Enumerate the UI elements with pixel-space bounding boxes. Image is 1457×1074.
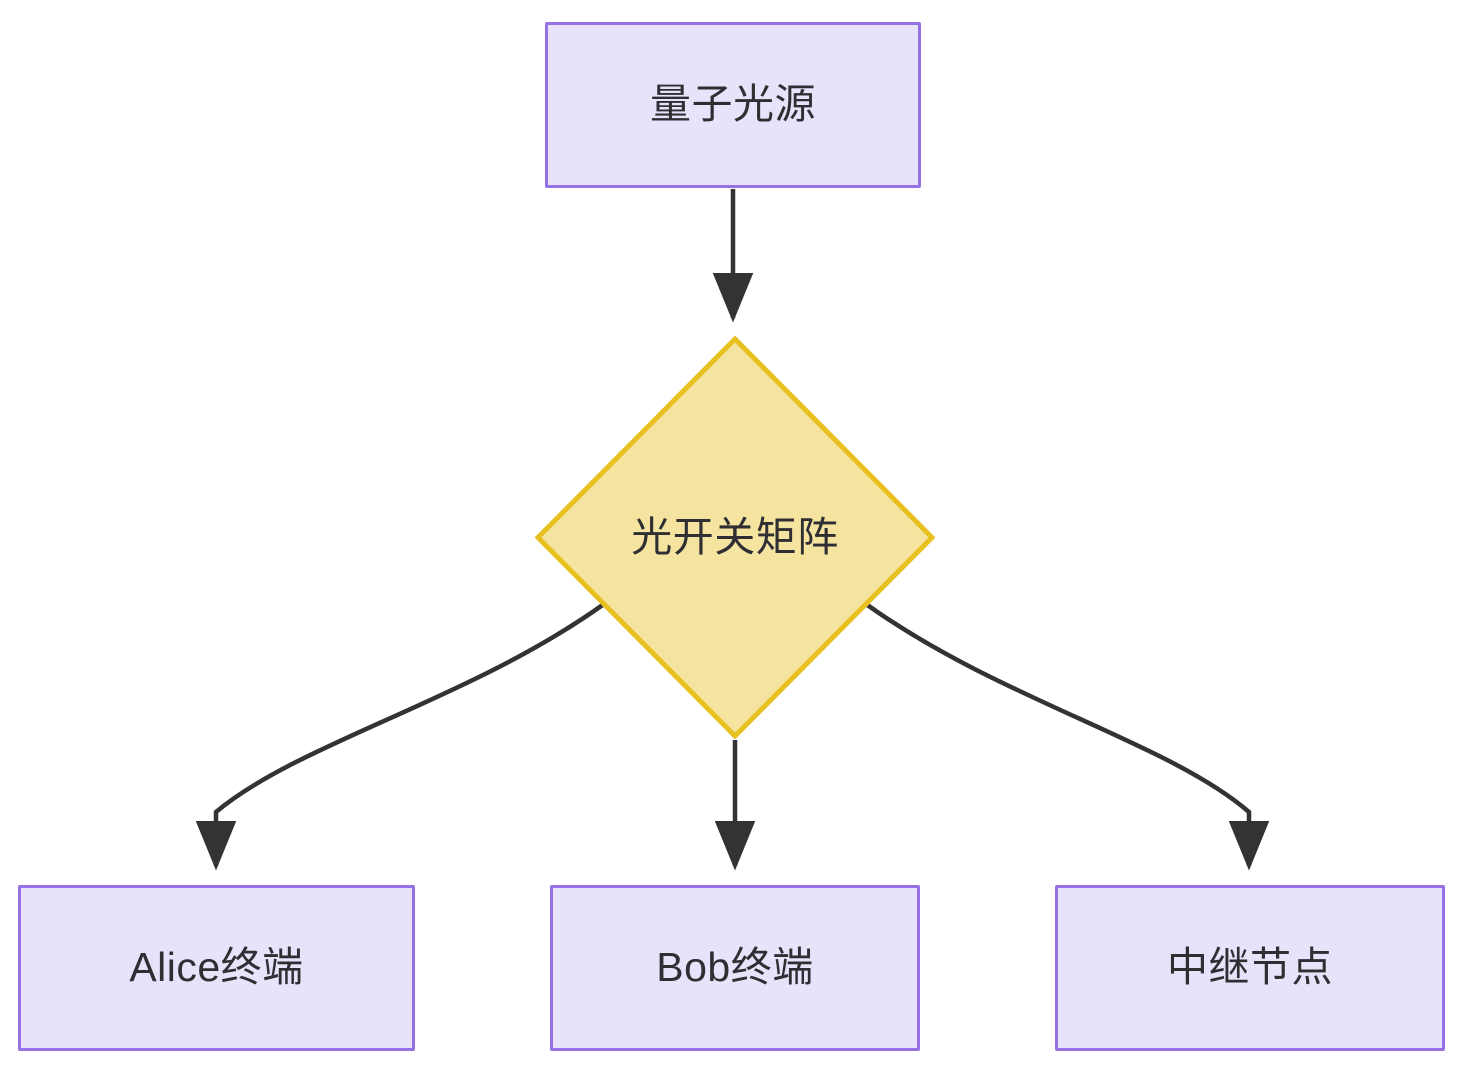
node-label-bob-terminal: Bob终端 [656, 944, 814, 991]
node-label-relay-node: 中继节点 [1167, 944, 1333, 991]
node-label-quantum-light-source: 量子光源 [650, 81, 816, 128]
node-relay-node[interactable]: 中继节点 [1055, 885, 1445, 1051]
node-quantum-light-source[interactable]: 量子光源 [545, 22, 921, 188]
node-optical-switch-matrix[interactable]: 光开关矩阵 [535, 336, 935, 739]
diamond-shape [535, 336, 935, 739]
node-alice-terminal[interactable]: Alice终端 [18, 885, 415, 1051]
node-label-optical-switch-matrix: 光开关矩阵 [631, 513, 839, 560]
node-label-alice-terminal: Alice终端 [129, 944, 304, 991]
node-bob-terminal[interactable]: Bob终端 [550, 885, 920, 1051]
